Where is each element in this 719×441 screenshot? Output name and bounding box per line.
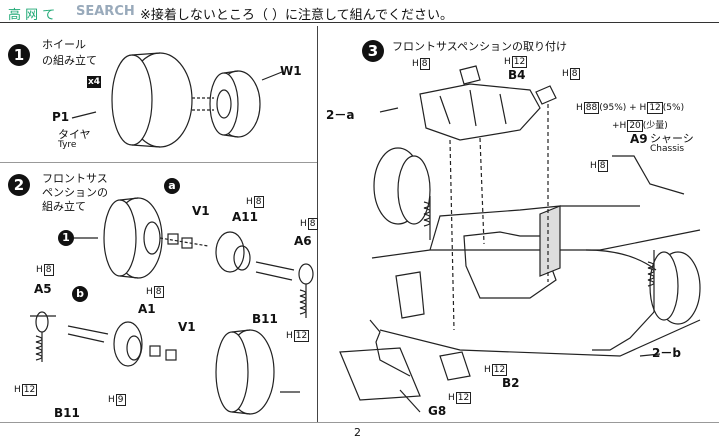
part-p1: P1	[52, 110, 70, 124]
step-number-1: 1	[8, 44, 30, 66]
assembly-a	[74, 197, 314, 318]
ref-2b: 2－b	[652, 346, 681, 360]
chassis-jp-label: シャーシ	[650, 132, 694, 145]
subassembly-b-marker: b	[72, 286, 88, 302]
part-a5: A5	[34, 282, 52, 296]
step-divider	[0, 162, 317, 163]
part-b11-a: B11	[252, 312, 278, 326]
part-v1-a: V1	[192, 204, 210, 218]
step2-title-line3: 組み立て	[42, 200, 86, 213]
ref-2a: 2－a	[326, 108, 355, 122]
part-a11: A11	[232, 210, 258, 224]
chassis-drawing	[339, 65, 701, 413]
part-b2: B2	[502, 376, 520, 390]
step3-title: フロントサスペンションの取り付け	[392, 40, 568, 53]
page-number: 2	[354, 426, 361, 439]
part-b11-b: B11	[54, 406, 80, 420]
wheel-ref-marker: 1	[58, 230, 74, 246]
step1-title-line1: ホイール	[42, 38, 86, 51]
watermark-text: SEARCH	[76, 4, 135, 19]
part-g8: G8	[428, 404, 447, 418]
part-a1: A1	[138, 302, 156, 316]
step-number-3: 3	[362, 40, 384, 62]
step2-title-line1: フロントサス	[42, 172, 108, 185]
step1-title-line2: の組み立て	[42, 54, 97, 67]
header-fragment: 高 网 て	[8, 8, 56, 23]
tyre-jp-label: タイヤ	[58, 128, 91, 141]
footer-rule	[0, 422, 719, 423]
part-b4: B4	[508, 68, 526, 82]
part-a6: A6	[294, 234, 312, 248]
tyre-drawing	[71, 52, 283, 148]
part-a9: A9	[630, 132, 648, 146]
header-rule	[0, 22, 719, 23]
part-w1: W1	[280, 64, 302, 78]
tyre-en-label: Tyre	[58, 140, 77, 150]
step-number-2: 2	[8, 174, 30, 196]
header-bar: 高 网 て SEARCH ※接着しないところ（ ）に注意して組んでください。	[0, 0, 719, 23]
subassembly-a-marker: a	[164, 178, 180, 194]
quantity-badge: x4	[87, 76, 101, 88]
step2-title-line2: ペンションの	[42, 186, 108, 199]
assembly-b	[30, 311, 300, 415]
chassis-en-label: Chassis	[650, 144, 685, 154]
caution-note: ※接着しないところ（ ）に注意して組んでください。	[140, 8, 453, 23]
part-v1-b: V1	[178, 320, 196, 334]
